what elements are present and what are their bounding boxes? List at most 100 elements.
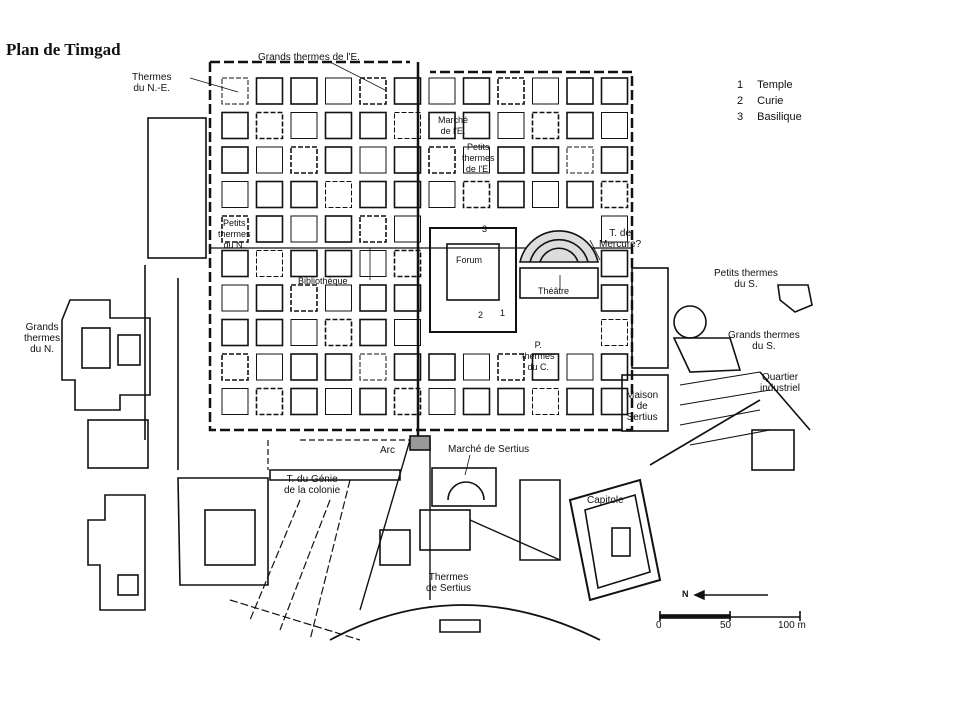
- label-capitole: Capitole: [587, 495, 624, 506]
- insula-block: [255, 77, 284, 105]
- insula-block: [600, 387, 629, 416]
- insula-block: [325, 77, 352, 105]
- insula-block: [359, 146, 387, 174]
- label-arc: Arc: [380, 445, 395, 456]
- insula-block: [462, 180, 491, 209]
- insula-block: [324, 215, 353, 243]
- insula-block: [497, 353, 525, 381]
- insula-block: [497, 77, 525, 105]
- insula-block: [255, 387, 284, 416]
- label-petits-thermes-n: Petits thermes du N.: [218, 218, 251, 250]
- insula-block: [428, 146, 456, 174]
- insula-block: [325, 284, 352, 312]
- scale-label-100: 100 m: [778, 620, 806, 631]
- insula-block: [600, 77, 629, 105]
- insula-block: [428, 353, 456, 381]
- insula-block: [290, 319, 318, 346]
- insula-block: [601, 112, 628, 139]
- label-maison-sertius: Maison de Sertius: [626, 390, 659, 423]
- insula-block: [290, 387, 318, 416]
- insula-block: [324, 353, 353, 381]
- insula-block: [462, 111, 491, 140]
- insula-block: [531, 146, 560, 174]
- insula-block: [566, 353, 594, 381]
- insula-block: [428, 181, 456, 208]
- insula-block: [359, 77, 387, 105]
- insula-block: [256, 146, 283, 174]
- insula-block: [255, 284, 284, 312]
- label-thermes-sertius: Thermes de Sertius: [426, 572, 472, 594]
- insula-block: [497, 387, 525, 416]
- insula-block: [566, 387, 594, 416]
- label-num-3: 3: [482, 224, 488, 234]
- insula-block: [221, 111, 249, 140]
- scale-label-50: 50: [720, 620, 732, 631]
- insula-block: [255, 215, 284, 243]
- insula-block: [290, 180, 318, 209]
- insula-block: [428, 77, 456, 105]
- insula-block: [462, 77, 491, 105]
- insula-block: [290, 215, 318, 243]
- label-t-mercure: T. de Mercure?: [599, 228, 642, 250]
- label-num-1: 1: [500, 308, 506, 318]
- label-bibliotheque: Bibliothèque: [298, 276, 348, 286]
- north-arrow: [693, 589, 768, 601]
- insula-block: [256, 353, 283, 381]
- map-title: Plan de Timgad: [6, 40, 121, 59]
- insula-block: [221, 146, 249, 174]
- insula-block: [290, 284, 318, 312]
- insula-block: [532, 388, 559, 415]
- insula-block: [393, 353, 422, 381]
- insula-block: [256, 250, 283, 277]
- insula-block: [324, 111, 353, 140]
- insula-block: [221, 353, 249, 381]
- insula-block: [463, 146, 490, 174]
- outer-structures: [61, 117, 813, 641]
- scale-label-0: 0: [656, 620, 662, 631]
- label-petits-thermes-e: Petits thermes de l'E.: [462, 142, 495, 174]
- insula-block: [600, 249, 629, 278]
- insula-block: [255, 180, 284, 209]
- label-num-2: 2: [478, 310, 484, 320]
- insula-block: [221, 77, 249, 105]
- insula-block: [532, 77, 559, 105]
- insula-block: [325, 388, 352, 415]
- insula-block: [290, 77, 318, 105]
- insulae-grid: [221, 77, 629, 416]
- insula-block: [497, 146, 525, 174]
- label-thermes-ne: Thermes du N.-E.: [132, 72, 172, 94]
- label-leaders: [189, 61, 601, 476]
- insula-block: [393, 146, 422, 174]
- insula-block: [221, 249, 249, 278]
- insula-block: [290, 249, 318, 278]
- insula-block: [359, 284, 387, 312]
- label-marche-e: Marché de l'E.: [438, 115, 469, 136]
- insula-block: [359, 111, 387, 140]
- insula-block: [462, 387, 491, 416]
- insula-block: [221, 215, 249, 243]
- insula-block: [428, 111, 456, 140]
- insula-block: [290, 112, 318, 139]
- label-grands-thermes-s: Grands thermes du S.: [728, 330, 800, 352]
- insula-block: [221, 284, 249, 312]
- insula-block: [324, 249, 353, 278]
- label-petits-thermes-s: Petits thermes du S.: [714, 268, 778, 290]
- insula-block: [359, 180, 387, 209]
- insula-block: [290, 146, 318, 174]
- insula-block: [324, 146, 353, 174]
- insula-block: [393, 284, 422, 312]
- insula-block: [393, 249, 422, 278]
- insula-block: [566, 146, 594, 174]
- insula-block: [532, 181, 559, 208]
- label-t-genie: T. du Génie de la colonie: [284, 474, 341, 496]
- label-grands-thermes-e: Grands thermes de l'E.: [258, 52, 360, 63]
- insula-block: [221, 318, 249, 347]
- insula-block: [601, 319, 628, 346]
- insula-block: [393, 180, 422, 209]
